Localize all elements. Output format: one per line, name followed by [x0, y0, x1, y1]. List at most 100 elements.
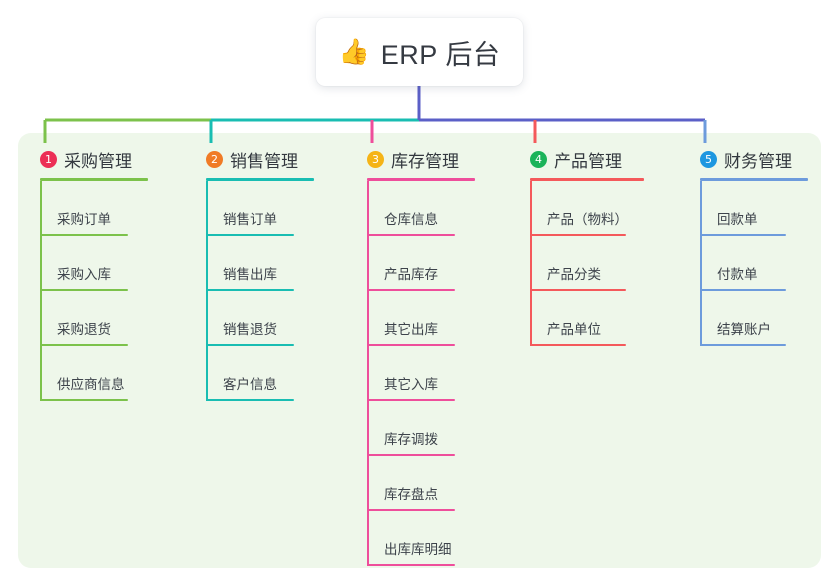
list-item-label: 产品库存: [384, 267, 438, 282]
list-item[interactable]: 产品库存: [367, 236, 475, 291]
list-item-rule: [206, 344, 294, 346]
list-item-label: 产品分类: [547, 267, 601, 282]
list-item-label: 其它出库: [384, 322, 438, 337]
column-title-5: 财务管理: [724, 151, 792, 171]
list-item[interactable]: 采购订单: [40, 181, 148, 236]
column-badge-2: 2: [206, 150, 223, 168]
list-item[interactable]: 采购入库: [40, 236, 148, 291]
list-item-rule: [367, 344, 455, 346]
list-item-rule: [530, 234, 626, 236]
list-item-rule: [530, 344, 626, 346]
column-spine-1: [40, 181, 42, 401]
column-header-5[interactable]: 5 财务管理: [700, 146, 808, 172]
column-items-1: 采购订单采购入库采购退货供应商信息: [40, 181, 148, 401]
list-item-rule: [700, 344, 786, 346]
column-badge-5: 5: [700, 150, 717, 168]
list-item[interactable]: 仓库信息: [367, 181, 475, 236]
list-item-rule: [40, 289, 128, 291]
column-5: 5 财务管理回款单付款单结算账户: [700, 146, 808, 346]
column-badge-3: 3: [367, 150, 384, 168]
list-item[interactable]: 销售退货: [206, 291, 314, 346]
column-title-3: 库存管理: [391, 151, 459, 171]
column-badge-1: 1: [40, 150, 57, 168]
column-items-4: 产品（物料） 产品分类产品单位: [530, 181, 644, 346]
column-title-1: 采购管理: [64, 151, 132, 171]
column-items-3: 仓库信息产品库存其它出库其它入库库存调拨库存盘点出库库明细: [367, 181, 475, 566]
list-item-label: 产品单位: [547, 322, 601, 337]
list-item[interactable]: 库存盘点: [367, 456, 475, 511]
list-item[interactable]: 销售订单: [206, 181, 314, 236]
list-item-label: 其它入库: [384, 377, 438, 392]
column-items-5: 回款单付款单结算账户: [700, 181, 808, 346]
list-item[interactable]: 付款单: [700, 236, 808, 291]
column-header-1[interactable]: 1 采购管理: [40, 146, 148, 172]
list-item-label: 回款单: [717, 212, 758, 227]
column-title-4: 产品管理: [554, 151, 622, 171]
list-item-label: 采购退货: [57, 322, 111, 337]
list-item[interactable]: 库存调拨: [367, 401, 475, 456]
list-item-rule: [530, 289, 626, 291]
list-item-rule: [40, 234, 128, 236]
list-item-label: 销售出库: [223, 267, 277, 282]
list-item[interactable]: 产品分类: [530, 236, 644, 291]
column-3: 3 库存管理仓库信息产品库存其它出库其它入库库存调拨库存盘点出库库明细: [367, 146, 475, 566]
thumbs-up-icon: 👍: [338, 37, 370, 66]
list-item[interactable]: 回款单: [700, 181, 808, 236]
list-item[interactable]: 其它入库: [367, 346, 475, 401]
column-spine-3: [367, 181, 369, 566]
list-item[interactable]: 销售出库: [206, 236, 314, 291]
column-rule-4: [530, 178, 644, 181]
column-rule-1: [40, 178, 148, 181]
list-item-rule: [367, 289, 455, 291]
root-title: ERP 后台: [380, 39, 501, 70]
column-spine-5: [700, 181, 702, 346]
list-item-label: 仓库信息: [384, 212, 438, 227]
column-items-2: 销售订单销售出库销售退货客户信息: [206, 181, 314, 401]
list-item[interactable]: 供应商信息: [40, 346, 148, 401]
list-item[interactable]: 采购退货: [40, 291, 148, 346]
list-item-label: 客户信息: [223, 377, 277, 392]
list-item-label: 产品（物料）: [547, 212, 628, 227]
list-item-rule: [40, 344, 128, 346]
list-item-rule: [367, 399, 455, 401]
root-node[interactable]: 👍 ERP 后台: [316, 18, 523, 86]
list-item[interactable]: 客户信息: [206, 346, 314, 401]
column-4: 4 产品管理产品（物料） 产品分类产品单位: [530, 146, 644, 346]
list-item[interactable]: 产品单位: [530, 291, 644, 346]
column-title-2: 销售管理: [230, 151, 298, 171]
list-item-label: 库存盘点: [384, 487, 438, 502]
list-item-rule: [367, 234, 455, 236]
list-item-rule: [206, 289, 294, 291]
column-1: 1 采购管理采购订单采购入库采购退货供应商信息: [40, 146, 148, 401]
list-item-label: 结算账户: [717, 322, 771, 337]
column-rule-3: [367, 178, 475, 181]
list-item-rule: [206, 399, 294, 401]
list-item-rule: [206, 234, 294, 236]
list-item-label: 销售订单: [223, 212, 277, 227]
list-item-rule: [700, 289, 786, 291]
list-item-label: 采购订单: [57, 212, 111, 227]
list-item[interactable]: 出库库明细: [367, 511, 475, 566]
list-item-label: 出库库明细: [384, 542, 452, 557]
column-rule-5: [700, 178, 808, 181]
list-item-rule: [367, 564, 455, 566]
diagram-panel: [18, 133, 821, 568]
list-item-rule: [700, 234, 786, 236]
list-item-label: 库存调拨: [384, 432, 438, 447]
column-badge-4: 4: [530, 150, 547, 168]
list-item-label: 付款单: [717, 267, 758, 282]
list-item-label: 采购入库: [57, 267, 111, 282]
list-item-rule: [40, 399, 128, 401]
column-rule-2: [206, 178, 314, 181]
list-item-label: 供应商信息: [57, 377, 125, 392]
list-item[interactable]: 产品（物料）: [530, 181, 644, 236]
column-spine-4: [530, 181, 532, 346]
list-item[interactable]: 结算账户: [700, 291, 808, 346]
column-header-4[interactable]: 4 产品管理: [530, 146, 644, 172]
column-2: 2 销售管理销售订单销售出库销售退货客户信息: [206, 146, 314, 401]
list-item[interactable]: 其它出库: [367, 291, 475, 346]
list-item-rule: [367, 454, 455, 456]
column-header-2[interactable]: 2 销售管理: [206, 146, 314, 172]
column-header-3[interactable]: 3 库存管理: [367, 146, 475, 172]
list-item-label: 销售退货: [223, 322, 277, 337]
